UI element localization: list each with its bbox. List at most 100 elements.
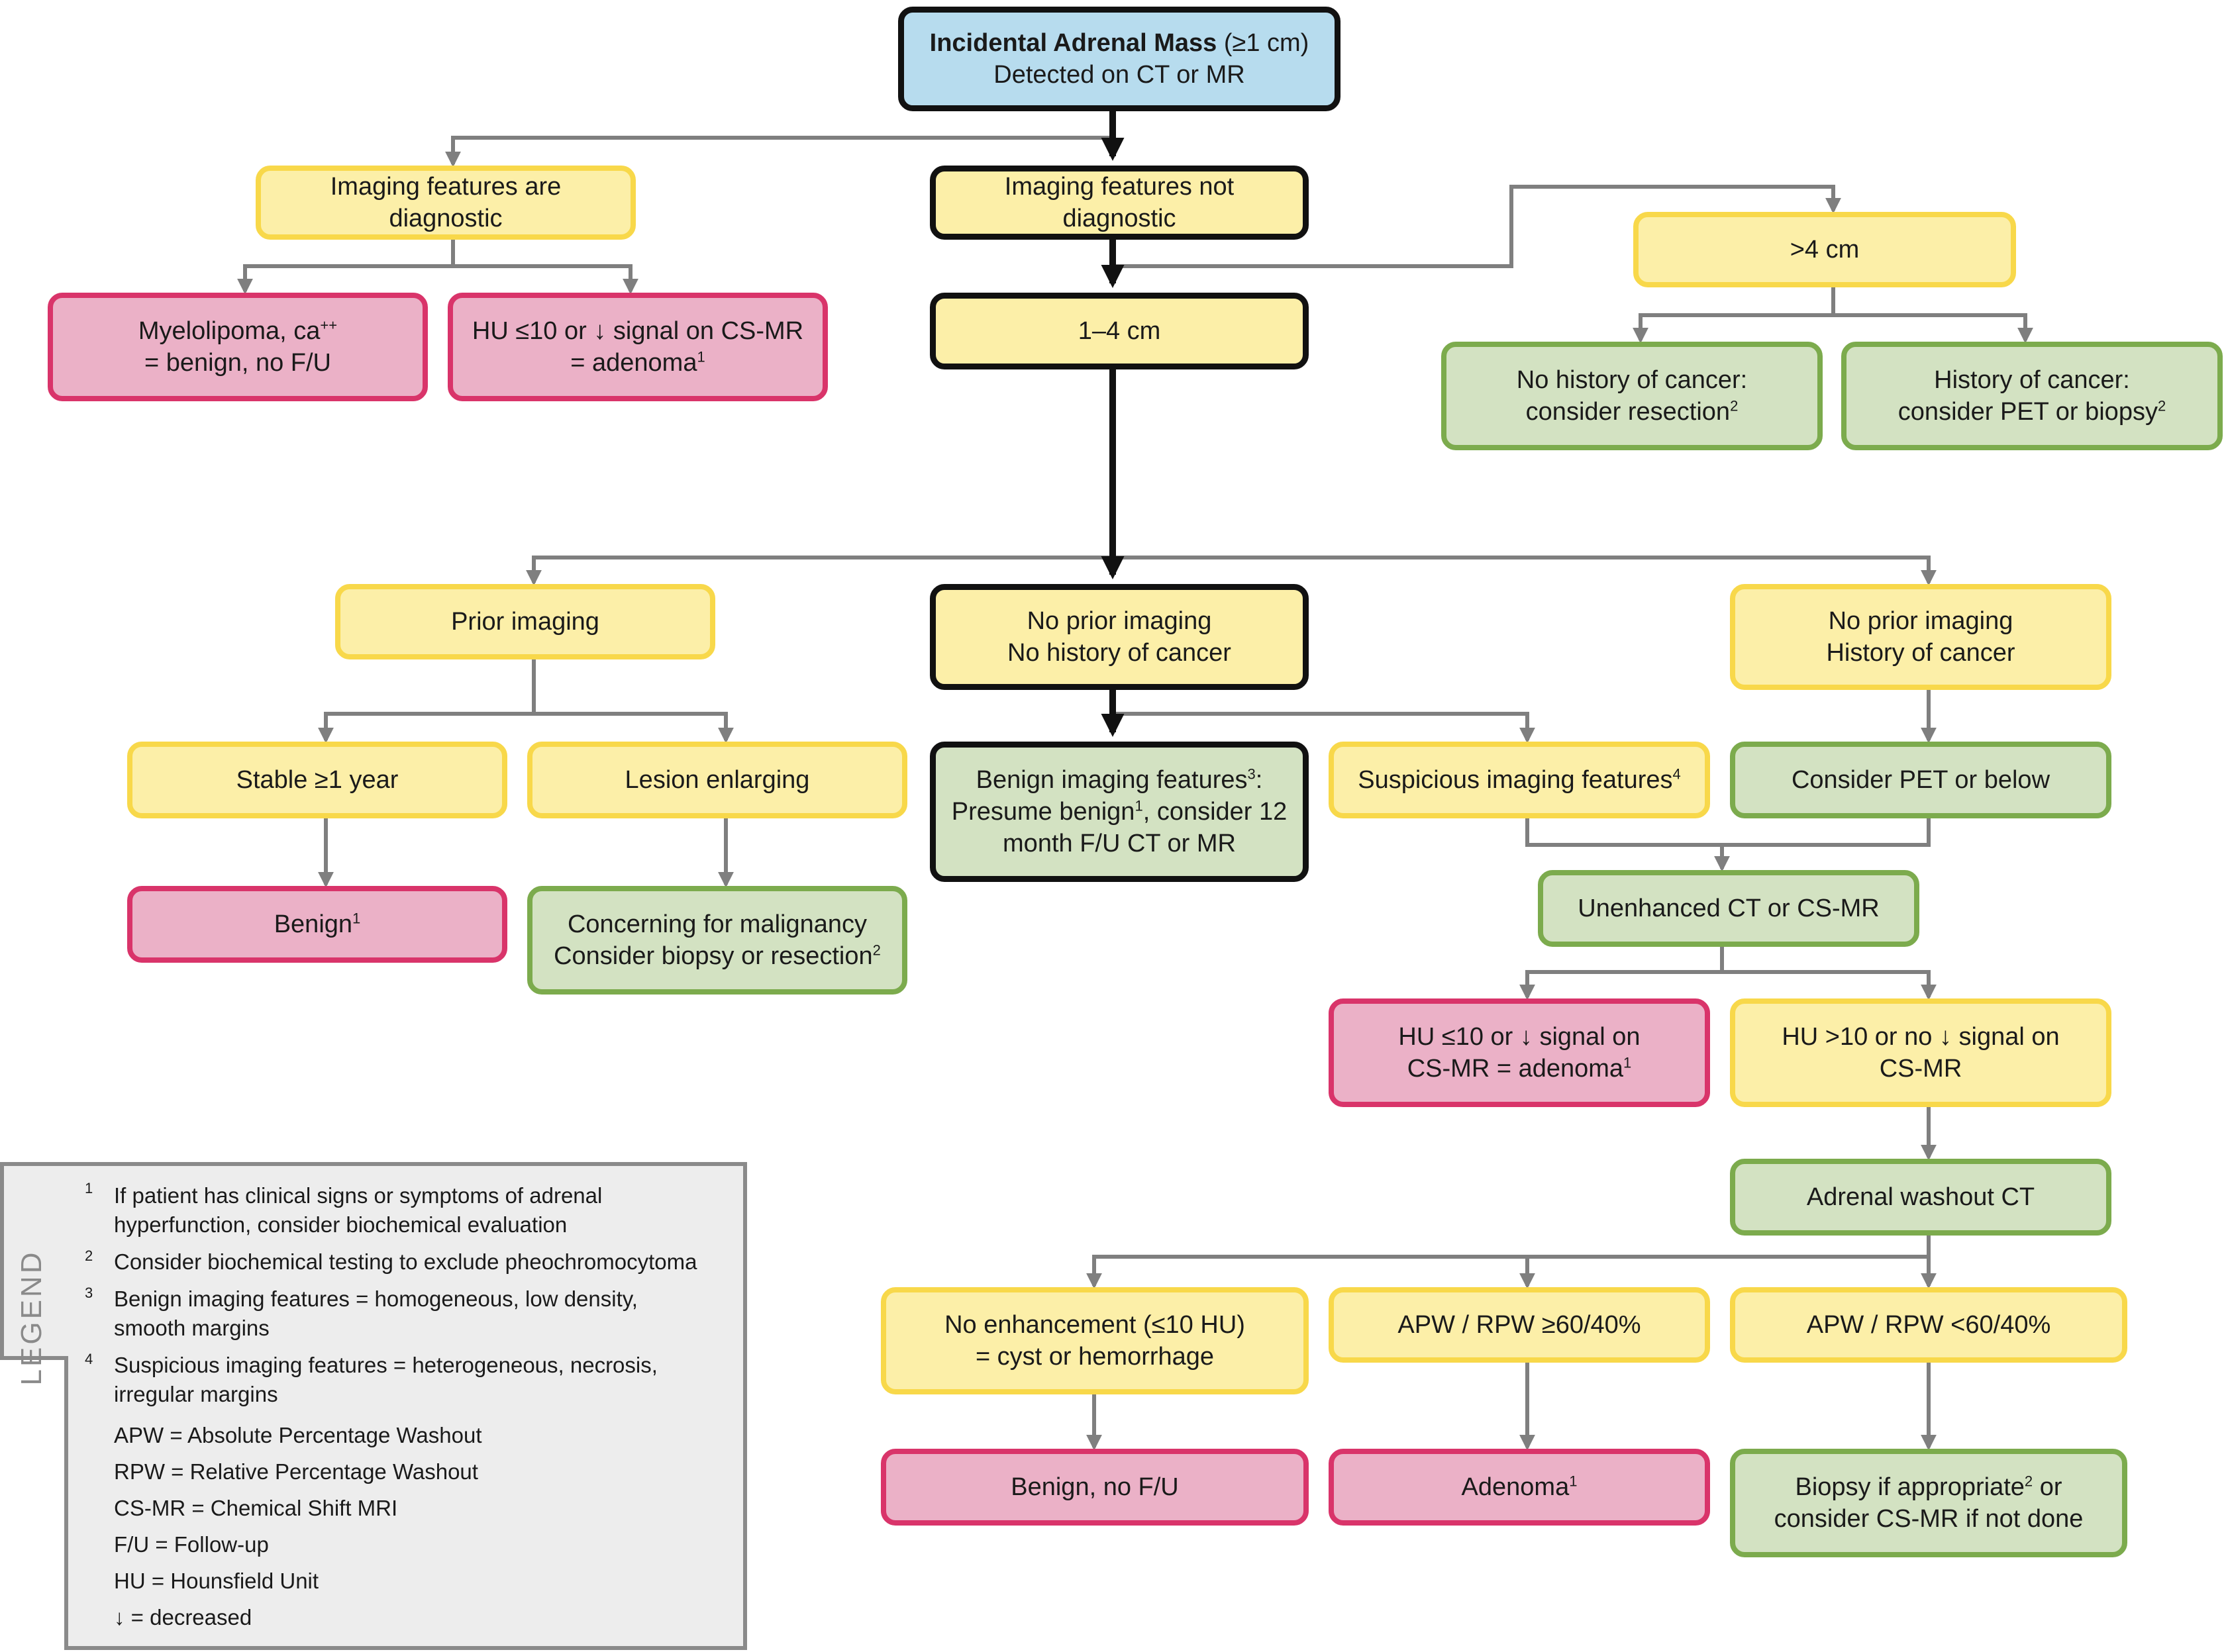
concerning-node: Concerning for malignancy Consider biops… xyxy=(527,886,907,995)
connector-prior xyxy=(526,556,1113,586)
diagnostic-text: Imaging features are diagnostic xyxy=(330,173,562,232)
hu-adenoma-top-line2: = adenoma xyxy=(570,349,697,377)
history-line1: History of cancer: xyxy=(1934,366,2130,394)
suspicious-text: Suspicious imaging features xyxy=(1358,766,1673,794)
unenhanced-text: Unenhanced CT or CS-MR xyxy=(1578,895,1880,922)
benign-text: Benign xyxy=(274,910,353,938)
hu-gt10-line1: HU >10 or no ↓ signal on xyxy=(1782,1023,2060,1051)
benign-features-line2-sup: 1 xyxy=(1135,797,1143,814)
legend-item-1-line2: hyperfunction, consider biochemical eval… xyxy=(114,1212,568,1237)
no-history-node: No history of cancer: consider resection… xyxy=(1441,342,1823,450)
no-enhancement-line1: No enhancement (≤10 HU) xyxy=(944,1311,1245,1339)
connector-gt4 xyxy=(1113,185,1841,268)
history-line2: consider PET or biopsy xyxy=(1897,398,2158,426)
legend-item-2: Consider biochemical testing to exclude … xyxy=(114,1247,697,1277)
apw-lt-node: APW / RPW <60/40% xyxy=(1730,1287,2127,1363)
connector-gt4-children xyxy=(1633,286,1835,344)
no-prior-line2: No history of cancer xyxy=(1007,639,1231,667)
benign-features-colon: : xyxy=(1255,766,1263,794)
consider-pet-node: Consider PET or below xyxy=(1730,742,2111,818)
no-enhancement-node: No enhancement (≤10 HU) = cyst or hemorr… xyxy=(881,1287,1309,1394)
legend-item-4-line2: irregular margins xyxy=(114,1382,278,1406)
unenhanced-node: Unenhanced CT or CS-MR xyxy=(1538,870,1919,947)
no-prior-history-line2: History of cancer xyxy=(1826,639,2015,667)
root-title-suffix: (≥1 cm) xyxy=(1223,29,1309,57)
suspicious-sup: 4 xyxy=(1672,765,1681,783)
apw-ge-node: APW / RPW ≥60/40% xyxy=(1329,1287,1710,1363)
legend-num-2: 2 xyxy=(85,1247,93,1264)
adenoma-node: Adenoma1 xyxy=(1329,1449,1710,1526)
no-enhancement-line2: = cyst or hemorrhage xyxy=(975,1343,1215,1371)
benign-no-fu-text: Benign, no F/U xyxy=(1011,1473,1179,1501)
legend-item-1-line1: If patient has clinical signs or symptom… xyxy=(114,1183,603,1208)
benign-features-sup: 3 xyxy=(1247,765,1256,783)
hu-adenoma-mid-line1: HU ≤10 or ↓ signal on xyxy=(1398,1023,1641,1051)
connector-prior-enlarging xyxy=(534,712,734,744)
adenoma-sup: 1 xyxy=(1569,1473,1578,1490)
gt4-node: >4 cm xyxy=(1633,212,2016,287)
hu-adenoma-top-line1: HU ≤10 or ↓ signal on CS-MR xyxy=(472,317,804,345)
diagnostic-node: Imaging features are diagnostic xyxy=(256,166,636,240)
legend-box xyxy=(0,1162,747,1650)
hu-adenoma-top-node: HU ≤10 or ↓ signal on CS-MR = adenoma1 xyxy=(448,293,828,401)
myelolipoma-sup: ++ xyxy=(320,316,338,334)
hu-adenoma-mid-node: HU ≤10 or ↓ signal on CS-MR = adenoma1 xyxy=(1329,998,1710,1107)
size-1-4-node: 1–4 cm xyxy=(930,293,1309,369)
connector-root-diagnostic xyxy=(445,136,1113,168)
legend-item-2-line1: Consider biochemical testing to exclude … xyxy=(114,1249,697,1274)
concerning-line1: Concerning for malignancy xyxy=(567,910,867,938)
myelolipoma-line2: = benign, no F/U xyxy=(144,349,331,377)
biopsy-line2: consider CS-MR if not done xyxy=(1774,1505,2084,1533)
no-prior-history-node: No prior imaging History of cancer xyxy=(1730,584,2111,690)
suspicious-node: Suspicious imaging features4 xyxy=(1329,742,1710,818)
legend-num-4: 4 xyxy=(85,1351,93,1367)
apw-lt-text: APW / RPW <60/40% xyxy=(1806,1311,2051,1339)
connector-nopriorhist xyxy=(1113,556,1937,586)
legend-item-4: Suspicious imaging features = heterogene… xyxy=(114,1351,658,1409)
enlarging-text: Lesion enlarging xyxy=(625,766,810,794)
no-history-sup: 2 xyxy=(1730,397,1739,414)
biopsy-sup: 2 xyxy=(2024,1473,2033,1490)
no-history-line2: consider resection xyxy=(1525,398,1731,426)
connector-unenhanced-hugt xyxy=(1722,970,1937,1000)
biopsy-line1a: Biopsy if appropriate xyxy=(1795,1473,2025,1501)
legend-item-1: If patient has clinical signs or symptom… xyxy=(114,1181,602,1239)
legend-abbrev-decreased: ↓ = decreased xyxy=(114,1605,252,1629)
connector-washout-noenh xyxy=(1086,1234,1931,1289)
root-title: Incidental Adrenal Mass xyxy=(929,29,1217,57)
benign-node: Benign1 xyxy=(127,886,507,963)
not-diagnostic-node: Imaging features not diagnostic xyxy=(930,166,1309,240)
benign-features-line1: Benign imaging features xyxy=(976,766,1248,794)
legend-abbrev-hu: HU = Hounsfield Unit xyxy=(114,1569,319,1593)
prior-imaging-text: Prior imaging xyxy=(451,608,599,636)
benign-features-node: Benign imaging features3: Presume benign… xyxy=(930,742,1309,882)
myelolipoma-line1: Myelolipoma, ca xyxy=(138,317,321,345)
legend-abbrev-rpw: RPW = Relative Percentage Washout xyxy=(114,1459,478,1484)
benign-features-line2a: Presume benign xyxy=(951,798,1135,826)
benign-features-line2b: , consider 12 xyxy=(1142,798,1288,826)
connector-suspicious xyxy=(1113,712,1535,744)
hu-gt10-node: HU >10 or no ↓ signal on CS-MR xyxy=(1730,998,2111,1107)
washout-text: Adrenal washout CT xyxy=(1806,1183,2035,1211)
legend-abbrev-csmr: CS-MR = Chemical Shift MRI xyxy=(114,1496,398,1520)
stable-node: Stable ≥1 year xyxy=(127,742,507,818)
history-sup: 2 xyxy=(2157,397,2166,414)
no-history-line1: No history of cancer: xyxy=(1516,366,1748,394)
root-line2: Detected on CT or MR xyxy=(993,61,1245,89)
connector-diagnostic-children xyxy=(237,238,455,295)
legend-item-3-line1: Benign imaging features = homogeneous, l… xyxy=(114,1287,638,1311)
enlarging-node: Lesion enlarging xyxy=(527,742,907,818)
size-1-4-text: 1–4 cm xyxy=(1078,317,1161,345)
adenoma-text: Adenoma xyxy=(1461,1473,1570,1501)
connector-prior-stable xyxy=(318,658,536,744)
hu-gt10-line2: CS-MR xyxy=(1879,1055,1962,1083)
legend-item-4-line1: Suspicious imaging features = heterogene… xyxy=(114,1353,658,1377)
legend-num-3: 3 xyxy=(85,1285,93,1301)
benign-sup: 1 xyxy=(352,910,361,927)
not-diagnostic-text: Imaging features not diagnostic xyxy=(1004,173,1235,232)
history-node: History of cancer: consider PET or biops… xyxy=(1841,342,2223,450)
consider-pet-text: Consider PET or below xyxy=(1791,766,2050,794)
concerning-sup: 2 xyxy=(872,942,881,959)
biopsy-node: Biopsy if appropriate2 or consider CS-MR… xyxy=(1730,1449,2127,1557)
